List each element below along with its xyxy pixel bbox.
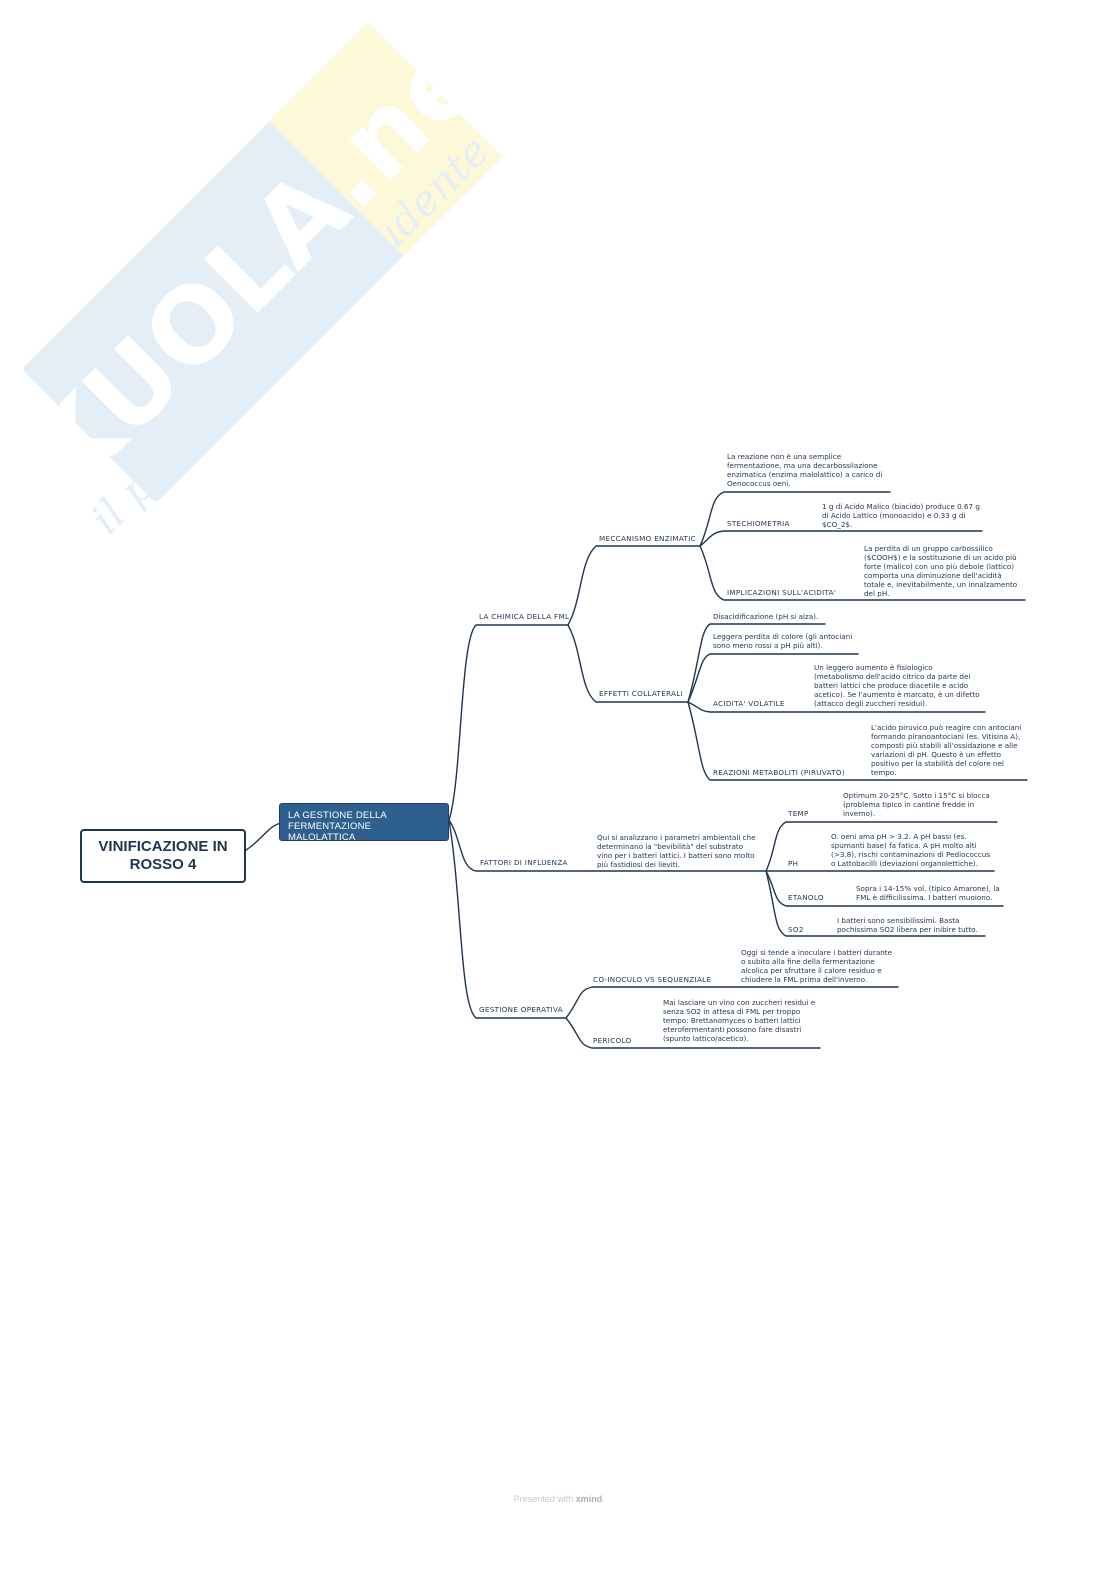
colore-text: Leggera perdita di colore (gli antociani… (713, 632, 853, 650)
connector-meccanismo-implicazioni (699, 545, 1026, 601)
root-topic[interactable]: VINIFICAZIONE IN ROSSO 4 (80, 829, 246, 883)
stechiometria-label[interactable]: STECHIOMETRIA (727, 519, 790, 528)
fattori-intro: Qui si analizzano i parametri ambientali… (597, 833, 756, 869)
connector-root-main (245, 822, 282, 851)
connector-meccanismo-stechiometria (699, 530, 983, 547)
connector-chimica-effetti (567, 624, 689, 703)
coinoculo-text: Oggi si tende a inoculare i batteri dura… (741, 948, 893, 984)
branch-gestione-label[interactable]: GESTIONE OPERATIVA (479, 1005, 563, 1014)
connector-effetti-colore (687, 653, 859, 703)
branch-fattori-label[interactable]: FATTORI DI INFLUENZA (480, 858, 568, 867)
ph-label[interactable]: PH (788, 859, 799, 868)
meccanismo-intro: La reazione non è una semplice fermentaz… (727, 452, 883, 488)
branch-chimica-label[interactable]: LA CHIMICA DELLA FML (479, 612, 570, 621)
connector-fattori-etanolo (765, 870, 1004, 907)
temp-label[interactable]: TEMP (788, 809, 809, 818)
piruvato-label[interactable]: REAZIONI METABOLITI (PIRUVATO) (713, 768, 845, 777)
stechiometria-text: 1 g di Acido Malico (biacido) produce 0.… (822, 502, 980, 529)
footer-prefix: Presented with (513, 1494, 574, 1504)
etanolo-text: Sopra i 14-15% vol. (tipico Amarone), la… (856, 884, 1000, 902)
so2-label[interactable]: SO2 (788, 925, 804, 934)
acidita-volatile-label[interactable]: ACIDITA' VOLATILE (713, 699, 785, 708)
effetti-label[interactable]: EFFETTI COLLATERALI (599, 689, 683, 698)
acidita-volatile-text: Un leggero aumento è fisiologico (metabo… (814, 663, 980, 708)
watermark-logo-accent (269, 22, 503, 256)
temp-text: Optimum 20-25°C. Sotto i 15°C si blocca … (843, 791, 990, 818)
presented-with-footer: Presented with xmind (0, 1494, 1116, 1504)
connector-main-chimica (448, 624, 569, 821)
connector-fattori-so2 (765, 870, 986, 937)
connector-effetti-piruvato (687, 701, 1028, 781)
disacidificazione-text: Disacidificazione (pH si alza). (713, 612, 819, 621)
connector-main-gestione (448, 819, 567, 1019)
main-topic-title: LA GESTIONE DELLA FERMENTAZIONE MALOLATT… (288, 810, 387, 843)
connector-meccanismo-intro (699, 491, 891, 547)
ph-text: O. oeni ama pH > 3.2. A pH bassi (es. sp… (831, 832, 991, 868)
meccanismo-label[interactable]: MECCANISMO ENZIMATIC (599, 534, 696, 543)
etanolo-label[interactable]: ETANOLO (788, 893, 824, 902)
coinoculo-label[interactable]: CO-INOCULO VS SEQUENZIALE (593, 975, 712, 984)
implicazioni-label[interactable]: IMPLICAZIONI SULL'ACIDITA' (727, 588, 837, 597)
root-topic-title: VINIFICAZIONE IN ROSSO 4 (98, 838, 228, 873)
connector-main-fattori (448, 819, 593, 872)
implicazioni-text: La perdita di un gruppo carbossilico ($C… (864, 544, 1018, 598)
connector-effetti-disacidificazione (687, 623, 826, 703)
main-topic[interactable]: LA GESTIONE DELLA FERMENTAZIONE MALOLATT… (279, 803, 449, 843)
so2-text: I batteri sono sensibilissimi. Basta poc… (837, 916, 978, 934)
connector-gestione-pericolo (565, 1017, 821, 1049)
pericolo-label[interactable]: PERICOLO (593, 1036, 632, 1045)
connector-gestione-coinoculo (565, 986, 899, 1019)
pericolo-text: Mai lasciare un vino con zuccheri residu… (663, 998, 816, 1043)
footer-brand: xmind (575, 1494, 603, 1504)
connector-effetti-acidita (687, 701, 986, 713)
connector-chimica-meccanismo (567, 545, 701, 626)
piruvato-text: L'acido piruvico può reagire con antocia… (871, 723, 1022, 777)
